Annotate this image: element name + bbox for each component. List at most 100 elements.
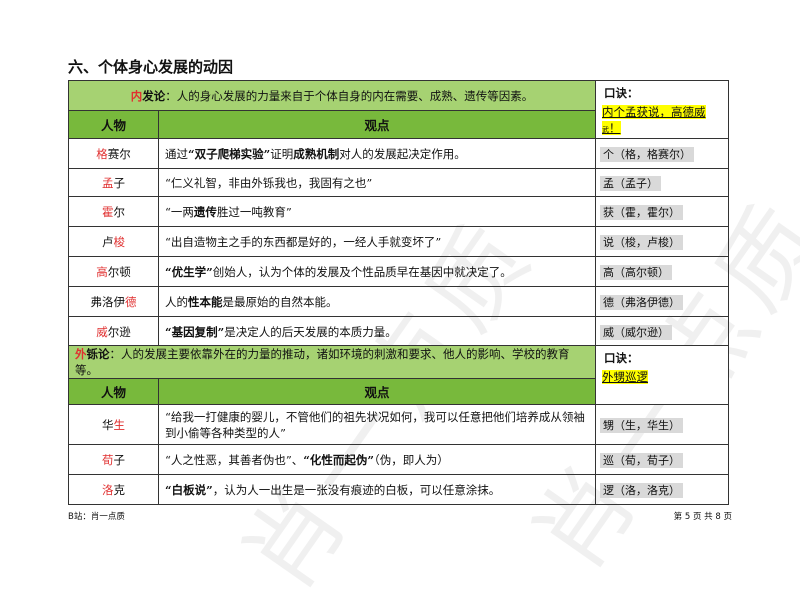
mnemonic-box: 口诀： 外甥巡逻	[595, 345, 729, 405]
person-name: 格赛尔	[68, 138, 159, 169]
person-name-key-char: 威	[96, 324, 108, 339]
person-view: 人的性本能是最原始的自然本能。	[158, 286, 596, 317]
person-name-rest: 子	[113, 175, 126, 190]
view-keyword: “双子爬梯实验”	[188, 146, 271, 161]
view-text: “人之性恶，其善者伪也”、	[165, 452, 304, 467]
view-text: （伪，即人为）	[374, 452, 449, 467]
view-text: “仁义礼智，非由外铄我也，我固有之也”	[165, 175, 373, 190]
view-text: “出自造物主之手的东西都是好的，一经人手就变坏了”	[165, 234, 442, 249]
table-row: 华生 “给我一打健康的婴儿，不管他们的祖先状况如何，我可以任意把他们培养成从领袖到…	[68, 404, 729, 445]
mnemonic-explanation: 高（高尔顿）	[600, 264, 672, 280]
view-keyword: 遗传	[193, 204, 217, 219]
intro-key-rest: 发论	[142, 88, 166, 103]
intro-key-rest: 铄论	[86, 347, 110, 361]
mnemonic-cell: 孟（孟子）	[595, 168, 729, 197]
mnemonic-explanation: 孟（孟子）	[600, 175, 661, 191]
mnemonic-explanation: 获（霍，霍尔）	[600, 204, 683, 220]
person-view: “一两遗传胜过一吨教育”	[158, 196, 596, 227]
person-name-rest: 尔顿	[107, 264, 131, 279]
mnemonic-cell: 威（威尔逊）	[595, 316, 729, 347]
person-view: “给我一打健康的婴儿，不管他们的祖先状况如何，我可以任意把他们培养成从领袖到小偷…	[158, 404, 596, 445]
mnemonic-cell: 甥（生，华生）	[595, 404, 729, 445]
view-text: 对人的发展起决定作用。	[339, 146, 466, 161]
person-name-rest: 华	[102, 417, 114, 432]
column-header-view: 观点	[158, 378, 596, 405]
person-view: “仁义礼智，非由外铄我也，我固有之也”	[158, 168, 596, 197]
exogenous-theory-table: 外铄论：人的发展主要依靠外在的力量的推动，诸如环境的刺激和要求、他人的影响、学校…	[68, 345, 729, 505]
mnemonic-title: 口诀：	[604, 86, 639, 100]
intro-text: ：人的发展主要依靠外在的力量的推动，诸如环境的刺激和要求、他人的影响、学校的教育…	[75, 347, 570, 377]
person-name: 弗洛伊德	[68, 286, 159, 317]
section-title: 六、个体身心发展的动因	[68, 58, 234, 76]
person-name-key-char: 生	[113, 417, 126, 432]
person-view: “基因复制”是决定人的后天发展的本质力量。	[158, 316, 596, 347]
column-header-person: 人物	[68, 110, 159, 139]
view-text: 人的	[165, 294, 188, 309]
endogenous-theory-table: 内发论：人的身心发展的力量来自于个体自身的内在需要、成熟、遗传等因素。 口诀： …	[68, 80, 729, 347]
view-keyword: 性本能	[188, 294, 223, 309]
person-name: 威尔逊	[68, 316, 159, 347]
mnemonic-explanation: 个（格，格赛尔）	[600, 146, 694, 162]
mnemonic-cell: 德（弗洛伊德）	[595, 286, 729, 317]
table-row: 高尔顿“优生学”创始人，认为个体的发展及个性品质早在基因中就决定了。高（高尔顿）	[68, 256, 729, 287]
person-view: “优生学”创始人，认为个体的发展及个性品质早在基因中就决定了。	[158, 256, 596, 287]
person-name-rest: 克	[113, 482, 126, 497]
view-text: 胜过一吨教育”	[216, 204, 292, 219]
column-header-view: 观点	[158, 110, 596, 139]
person-name-rest: 尔	[113, 204, 126, 219]
mnemonic-cell: 逻（洛，洛克）	[595, 474, 729, 505]
mnemonic-explanation: 威（威尔逊）	[600, 324, 672, 340]
mnemonic-cell: 巡（荀，荀子）	[595, 444, 729, 475]
mnemonic-cell: 获（霍，霍尔）	[595, 196, 729, 227]
person-view: “白板说”，认为人一出生是一张没有痕迹的白板，可以任意涂抹。	[158, 474, 596, 505]
person-name-key-char: 洛	[102, 482, 114, 497]
person-name-key-char: 梭	[113, 234, 126, 249]
table-row: 格赛尔通过“双子爬梯实验”证明成熟机制对人的发展起决定作用。个（格，格赛尔）	[68, 138, 729, 169]
person-name-key-char: 高	[96, 264, 108, 279]
person-name-rest: 赛尔	[107, 146, 131, 161]
person-name: 孟子	[68, 168, 159, 197]
theory-intro: 外铄论：人的发展主要依靠外在的力量的推动，诸如环境的刺激和要求、他人的影响、学校…	[68, 345, 596, 379]
view-text: 是最原始的自然本能。	[222, 294, 338, 309]
person-name: 霍尔	[68, 196, 159, 227]
mnemonic-box: 口诀： 内个孟获说，高德威武！	[595, 80, 729, 139]
view-text: “一两	[165, 204, 194, 219]
person-view: “出自造物主之手的东西都是好的，一经人手就变坏了”	[158, 226, 596, 257]
view-text: 证明	[270, 146, 294, 161]
person-name-rest: 子	[113, 452, 126, 467]
mnemonic-explanation: 德（弗洛伊德）	[600, 294, 683, 310]
mnemonic-line: 内个孟获说，高德威武！	[602, 105, 706, 135]
person-name: 高尔顿	[68, 256, 159, 287]
theory-intro: 内发论：人的身心发展的力量来自于个体自身的内在需要、成熟、遗传等因素。	[68, 80, 596, 111]
intro-text: ：人的身心发展的力量来自于个体自身的内在需要、成熟、遗传等因素。	[165, 88, 534, 103]
table-row: 弗洛伊德人的性本能是最原始的自然本能。德（弗洛伊德）	[68, 286, 729, 317]
table-row: 卢梭 “出自造物主之手的东西都是好的，一经人手就变坏了” 说（梭，卢梭）	[68, 226, 729, 257]
view-text: “给我一打健康的婴儿，不管他们的祖先状况如何，我可以任意把他们培养成从领袖到小偷…	[165, 409, 585, 440]
person-name-key-char: 荀	[102, 452, 114, 467]
view-keyword: “优生学”	[165, 264, 213, 279]
person-name-rest: 卢	[102, 234, 114, 249]
mnemonic-explanation: 甥（生，华生）	[600, 417, 683, 433]
mnemonic-line: 外甥巡逻	[602, 370, 648, 384]
view-text: 通过	[165, 146, 188, 161]
table-row: 霍尔“一两遗传胜过一吨教育”获（霍，霍尔）	[68, 196, 729, 227]
view-keyword: “基因复制”	[165, 324, 225, 339]
view-keyword: “化性而起伪”	[303, 452, 374, 467]
person-name-key-char: 孟	[102, 175, 114, 190]
view-keyword: “白板说”	[165, 482, 213, 497]
person-name: 荀子	[68, 444, 159, 475]
mnemonic-cell: 说（梭，卢梭）	[595, 226, 729, 257]
intro-key: 外	[75, 347, 87, 361]
person-name: 卢梭	[68, 226, 159, 257]
person-name-key-char: 德	[125, 294, 137, 309]
view-text: 创始人，认为个体的发展及个性品质早在基因中就决定了。	[212, 264, 512, 279]
view-text: ，认为人一出生是一张没有痕迹的白板，可以任意涂抹。	[212, 482, 501, 497]
person-name: 洛克	[68, 474, 159, 505]
table-row: 孟子 “仁义礼智，非由外铄我也，我固有之也” 孟（孟子）	[68, 168, 729, 197]
person-view: 通过“双子爬梯实验”证明成熟机制对人的发展起决定作用。	[158, 138, 596, 169]
mnemonic-title: 口诀：	[604, 351, 639, 365]
table-row: 威尔逊“基因复制”是决定人的后天发展的本质力量。威（威尔逊）	[68, 316, 729, 347]
mnemonic-cell: 高（高尔顿）	[595, 256, 729, 287]
person-name-rest: 尔逊	[107, 324, 131, 339]
person-name-rest: 弗洛伊	[90, 294, 126, 309]
